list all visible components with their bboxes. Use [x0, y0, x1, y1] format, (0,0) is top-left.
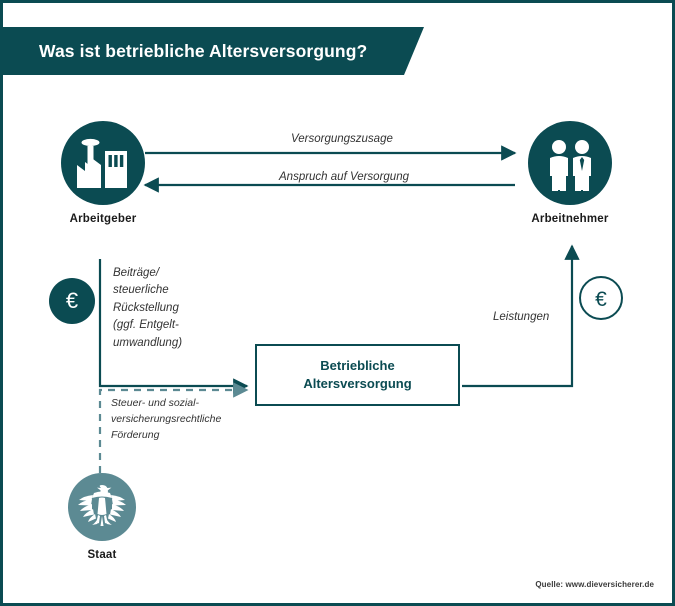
federal-eagle-icon [68, 473, 136, 541]
flow-label-anspruch: Anspruch auf Versorgung [279, 171, 409, 183]
flow-label-leistungen: Leistungen [493, 311, 550, 323]
source-credit: Quelle: www.dieversicherer.de [535, 580, 654, 589]
title-banner: Was ist betriebliche Altersversorgung? [3, 27, 424, 75]
euro-badge-employer: € [49, 278, 95, 324]
flow-label-foerderung: Steuer- und sozial- versicherungsrechtli… [111, 397, 222, 441]
euro-badge-employee: € [579, 276, 623, 320]
node-staat[interactable]: Staat [68, 473, 136, 561]
node-arbeitnehmer[interactable]: Arbeitnehmer [528, 121, 612, 225]
node-label-staat: Staat [87, 549, 117, 561]
node-arbeitgeber[interactable]: Arbeitgeber [61, 121, 145, 225]
central-box-label: Betriebliche Altersversorgung [303, 358, 412, 391]
node-label-arbeitgeber: Arbeitgeber [69, 213, 137, 225]
flow-label-versorgungszusage: Versorgungszusage [291, 133, 393, 145]
node-label-arbeitnehmer: Arbeitnehmer [531, 213, 609, 225]
central-box[interactable]: Betriebliche Altersversorgung [255, 344, 460, 406]
flow-label-beitraege: Beiträge/ steuerliche Rückstellung (ggf.… [113, 267, 183, 349]
factory-icon [61, 121, 145, 205]
page-title: Was ist betriebliche Altersversorgung? [39, 41, 368, 61]
two-people-icon [528, 121, 612, 205]
